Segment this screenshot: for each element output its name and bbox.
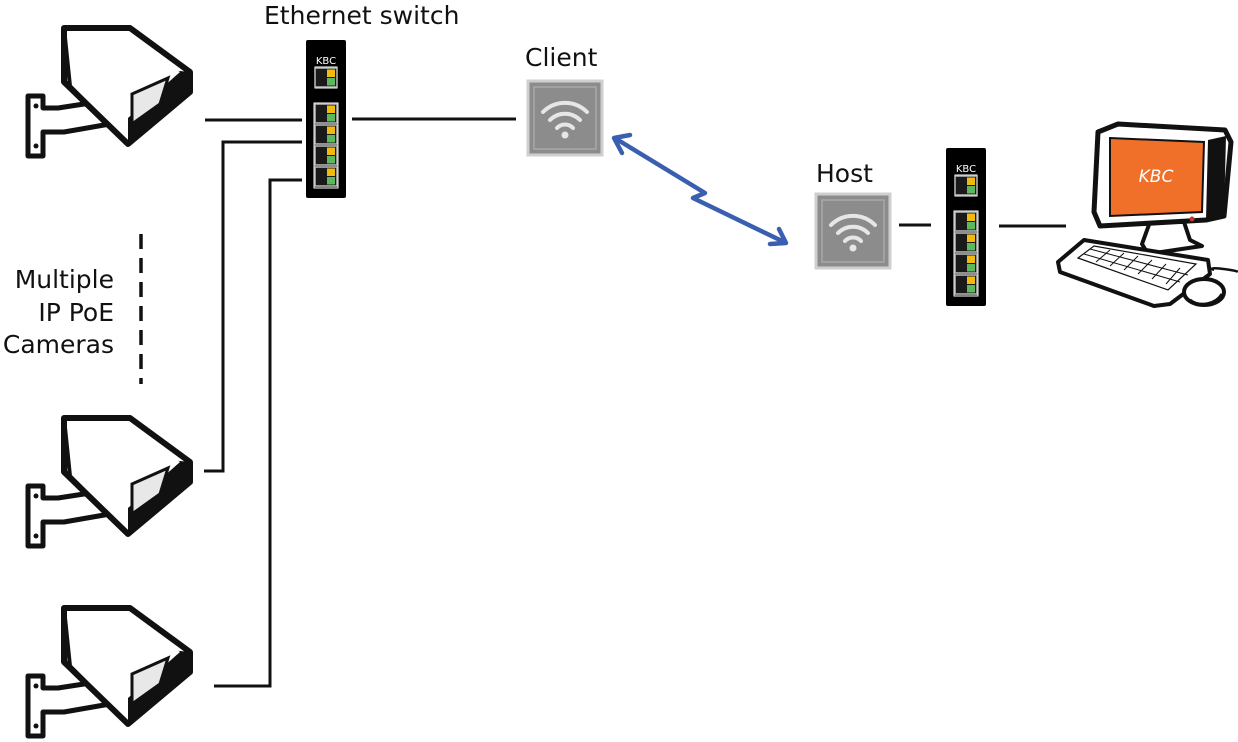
camera-icon-bottom — [28, 608, 190, 736]
switch-logo-text: KBC — [316, 56, 336, 67]
camera-cables — [204, 118, 302, 688]
host-switch-logo-text: KBC — [956, 164, 976, 175]
ethernet-switch-host: KBC — [946, 148, 986, 306]
cameras-label: Multiple IP PoE Cameras — [2, 265, 114, 359]
ethernet-switch-client: KBC — [306, 40, 346, 198]
ethernet-switch-label: Ethernet switch — [264, 1, 460, 30]
camera-icon-middle — [28, 418, 190, 546]
camera-icon-top — [28, 28, 190, 156]
monitor-logo-text: KBC — [1139, 167, 1174, 187]
desktop-computer-icon: KBC — [1056, 121, 1238, 308]
wireless-link — [611, 132, 789, 247]
host-label: Host — [816, 159, 873, 188]
host-access-point-wifi-icon — [814, 192, 892, 270]
client-label: Client — [525, 43, 598, 72]
client-access-point-wifi-icon — [526, 79, 604, 157]
